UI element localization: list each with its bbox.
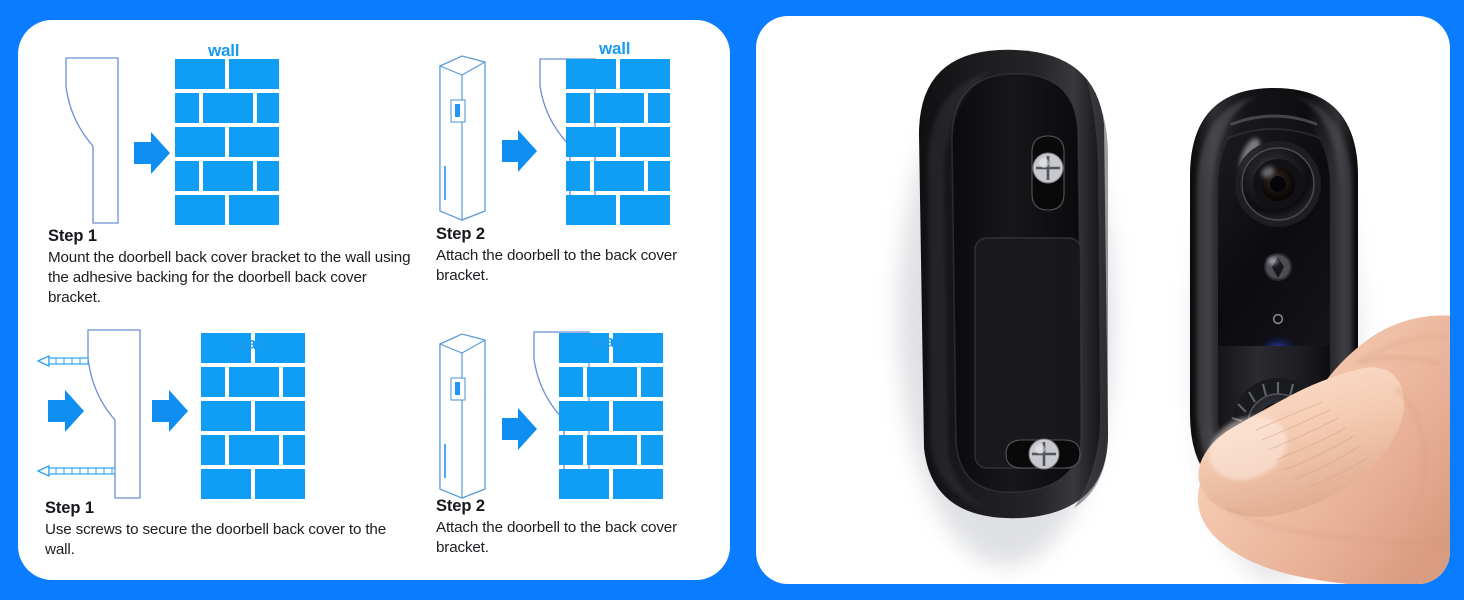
back-cover-bracket-photo [898, 49, 1114, 566]
step-panel-3: wall [18, 300, 422, 580]
screw-icon [36, 464, 120, 478]
step-description: Mount the doorbell back cover bracket to… [48, 248, 411, 307]
step-title: Step 2 [436, 225, 485, 243]
arrow-right-icon [502, 130, 537, 172]
wall-label: wall [234, 334, 266, 353]
instructions-card: wall [18, 20, 730, 580]
figure-doorbell-to-bracket [439, 331, 663, 499]
wall-label: wall [599, 39, 631, 58]
bracket-outline-icon [65, 57, 119, 224]
figure-doorbell-to-bracket [439, 55, 670, 225]
arrow-right-icon [502, 408, 537, 450]
figure-bracket-screws-to-wall [36, 329, 305, 499]
step-panel-2: wall [422, 20, 730, 300]
bracket-screw-bottom [1005, 438, 1081, 470]
wall-label: wall [208, 41, 240, 60]
step-text-3: Step 1 Use screws to secure the doorbell… [45, 498, 414, 560]
step-figure-2: wall [422, 28, 730, 228]
hand-pressing-button [1197, 315, 1450, 584]
camera-lens [1235, 141, 1321, 227]
doorbell-side-outline-icon [439, 55, 486, 221]
step-description: Attach the doorbell to the back cover br… [436, 518, 677, 556]
step-panel-4: wall [422, 300, 730, 580]
figure-bracket-to-wall [65, 57, 279, 225]
doorbell-side-outline-icon [439, 333, 486, 499]
product-stage [756, 16, 1450, 584]
step-title: Step 1 [45, 499, 94, 517]
index-finger [1198, 367, 1405, 517]
pir-sensor [1264, 253, 1292, 281]
step-panel-1: wall [18, 20, 422, 306]
brick-wall-icon [566, 59, 670, 225]
step-text-1: Step 1 Mount the doorbell back cover bra… [48, 226, 414, 308]
bracket-screw-top [1031, 135, 1065, 211]
screw-icon [36, 354, 120, 368]
step-description: Attach the doorbell to the back cover br… [436, 246, 677, 284]
step-text-4: Step 2 Attach the doorbell to the back c… [436, 496, 722, 558]
arrow-right-icon [48, 390, 84, 432]
product-photo-card [756, 16, 1450, 584]
step-description: Use screws to secure the doorbell back c… [45, 520, 386, 558]
status-indicator [1272, 313, 1284, 325]
bracket-outline-icon [87, 329, 141, 499]
brick-wall-icon [175, 59, 279, 225]
brick-wall-icon [201, 333, 305, 499]
brick-wall-icon [559, 333, 663, 499]
step-title: Step 1 [48, 227, 97, 245]
arrow-right-icon [134, 132, 170, 174]
wall-label: wall [592, 332, 624, 351]
arrow-right-icon [152, 390, 188, 432]
step-figure-3: wall [18, 308, 422, 508]
step-text-2: Step 2 Attach the doorbell to the back c… [436, 224, 722, 286]
step-figure-4: wall [422, 308, 730, 508]
adhesive-pad-area [974, 237, 1082, 469]
step-figure-1: wall [18, 28, 422, 228]
steps-grid: wall [18, 20, 730, 580]
step-title: Step 2 [436, 497, 485, 515]
